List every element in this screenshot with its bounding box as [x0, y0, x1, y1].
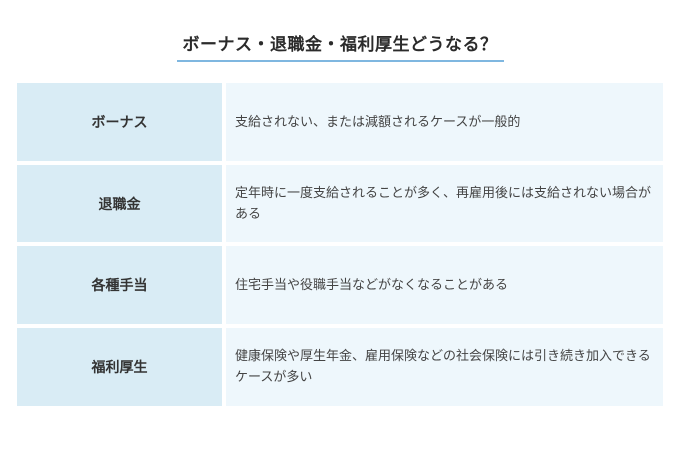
title-container: ボーナス・退職金・福利厚生どうなる？	[0, 30, 680, 62]
row-label-retirement: 退職金	[17, 165, 222, 242]
table-row: ボーナス 支給されない、または減額されるケースが一般的	[17, 83, 663, 161]
comparison-table: ボーナス 支給されない、または減額されるケースが一般的 退職金 定年時に一度支給…	[17, 83, 663, 406]
row-text-allowances: 住宅手当や役職手当などがなくなることがある	[226, 246, 663, 324]
row-label-bonus: ボーナス	[17, 83, 222, 161]
row-text-bonus: 支給されない、または減額されるケースが一般的	[226, 83, 663, 161]
row-label-benefits: 福利厚生	[17, 328, 222, 406]
page-title: ボーナス・退職金・福利厚生どうなる？	[176, 30, 504, 62]
row-label-allowances: 各種手当	[17, 246, 222, 324]
table-row: 退職金 定年時に一度支給されることが多く、再雇用後には支給されない場合がある	[17, 165, 663, 242]
table-row: 各種手当 住宅手当や役職手当などがなくなることがある	[17, 246, 663, 324]
table-row: 福利厚生 健康保険や厚生年金、雇用保険などの社会保険には引き続き加入できるケース…	[17, 328, 663, 406]
row-text-retirement: 定年時に一度支給されることが多く、再雇用後には支給されない場合がある	[226, 165, 663, 242]
row-text-benefits: 健康保険や厚生年金、雇用保険などの社会保険には引き続き加入できるケースが多い	[226, 328, 663, 406]
